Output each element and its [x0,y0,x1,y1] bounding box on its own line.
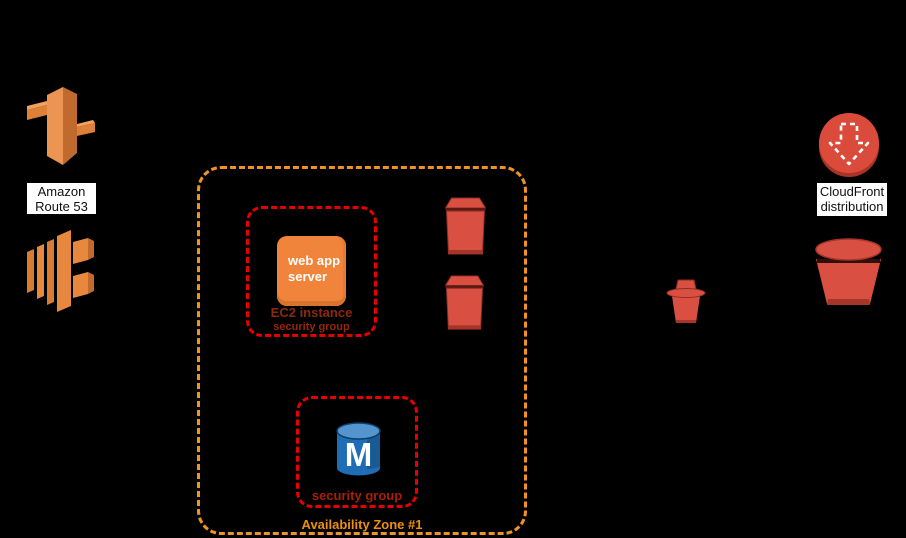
cloudfront-label: CloudFront distribution [817,183,887,216]
mongodb-letter: M [345,436,373,473]
web-app-server-label-line2: server [288,269,328,284]
cloudfront-label-line2: distribution [820,199,884,214]
web-app-server-node: web app server [277,236,346,306]
ec2-security-group-subtitle: security group [273,321,350,333]
db-security-group-label: security group [311,488,403,503]
db-security-group [296,396,418,508]
mongodb-icon: M [336,422,381,476]
elb-icon [27,230,94,312]
cloudfront-icon [819,113,879,177]
ebs-volume-icon [444,197,487,255]
web-app-server-label-line1: web app [288,253,341,268]
route53-icon [27,87,95,165]
route53-label-line1: Amazon [37,184,86,199]
ebs-volume-icon [444,275,485,330]
availability-zone-label: Availability Zone #1 [301,517,423,532]
s3-bucket-icon [815,238,882,305]
route53-label-line2: Route 53 [35,199,88,214]
route53-label: Amazon Route 53 [27,183,96,214]
ec2-security-group [246,206,377,337]
availability-zone-group [197,166,527,535]
ec2-security-group-title: EC2 instance [270,305,353,320]
s3-object-icon [666,279,706,323]
cloudfront-label-line1: CloudFront [819,184,885,199]
